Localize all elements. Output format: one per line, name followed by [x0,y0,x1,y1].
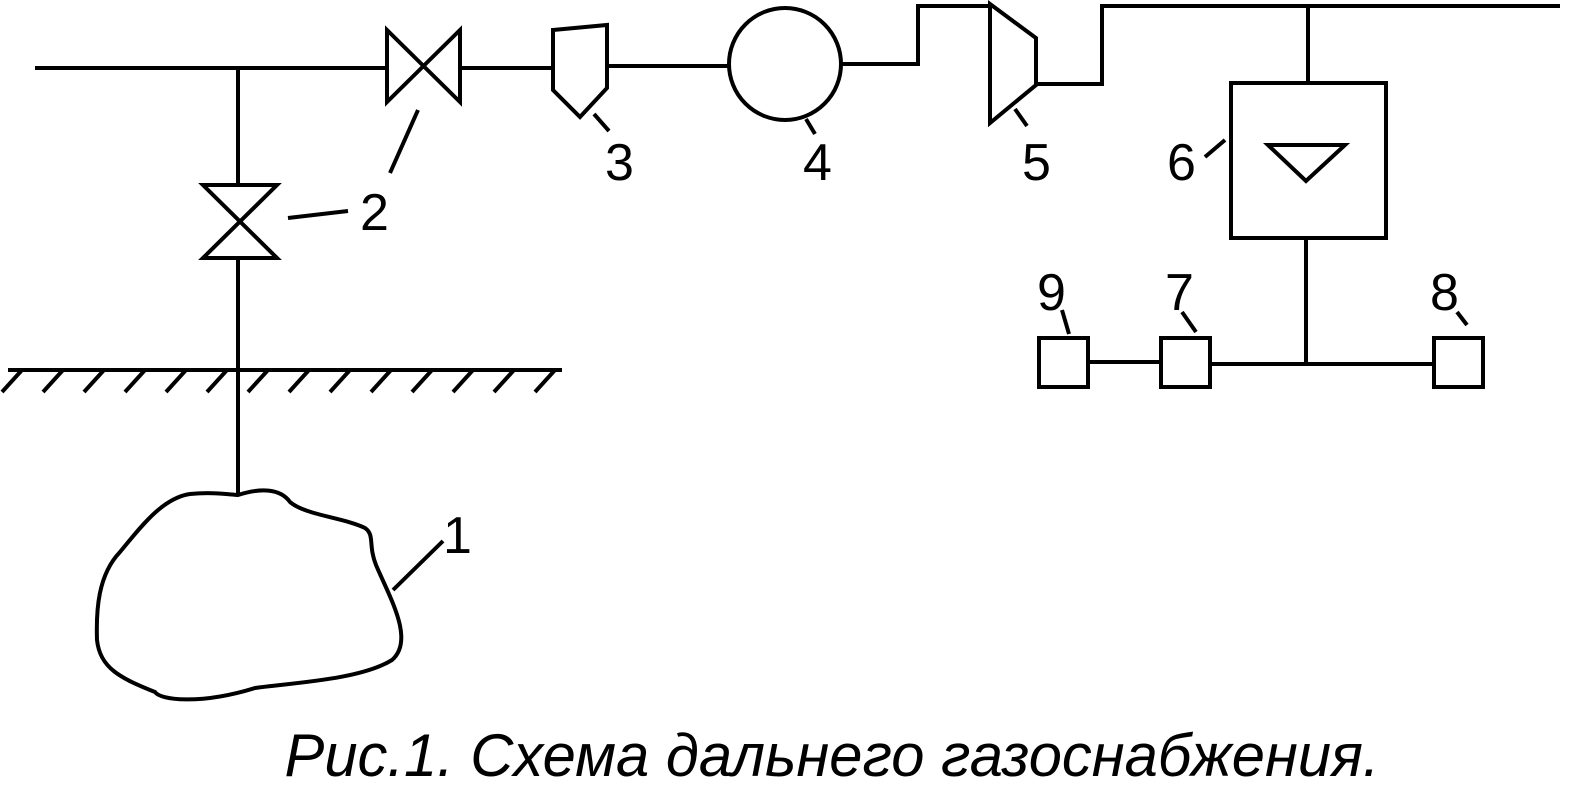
label-2: 2 [360,184,389,242]
label-4: 4 [803,134,832,192]
leader-7 [1180,310,1198,334]
label-8: 8 [1430,264,1459,322]
consumer-7 [1159,336,1212,389]
horizontal-valve [385,25,462,107]
compressor [988,0,1038,128]
pipeline-unit4-to-compressor [840,4,990,66]
station-triangle [1262,143,1351,184]
label-3: 3 [605,134,634,192]
distribution-station [1229,81,1388,240]
consumer-8 [1432,336,1485,389]
label-9: 9 [1037,264,1066,322]
vertical-valve [198,183,282,260]
figure-caption: Рис.1. Схема дальнего газоснабжения. [285,722,1380,789]
leader-8 [1455,310,1469,327]
label-7: 7 [1165,264,1194,322]
gas-separator [551,22,609,120]
label-5: 5 [1022,134,1051,192]
leader-4 [804,117,817,136]
leader-3 [592,112,611,133]
leader-2-lower [287,209,349,220]
ground-surface [0,368,562,394]
leader-9 [1060,309,1071,335]
circle-unit [727,6,843,122]
label-6: 6 [1167,134,1196,192]
leader-2-upper [388,109,420,174]
leader-6 [1203,138,1227,159]
label-1: 1 [443,507,472,565]
leader-1 [391,539,445,592]
consumer-9 [1037,336,1090,389]
pipeline-compressor-outlet [1036,4,1560,86]
gas-reservoir [94,488,404,702]
leader-5 [1013,107,1029,128]
